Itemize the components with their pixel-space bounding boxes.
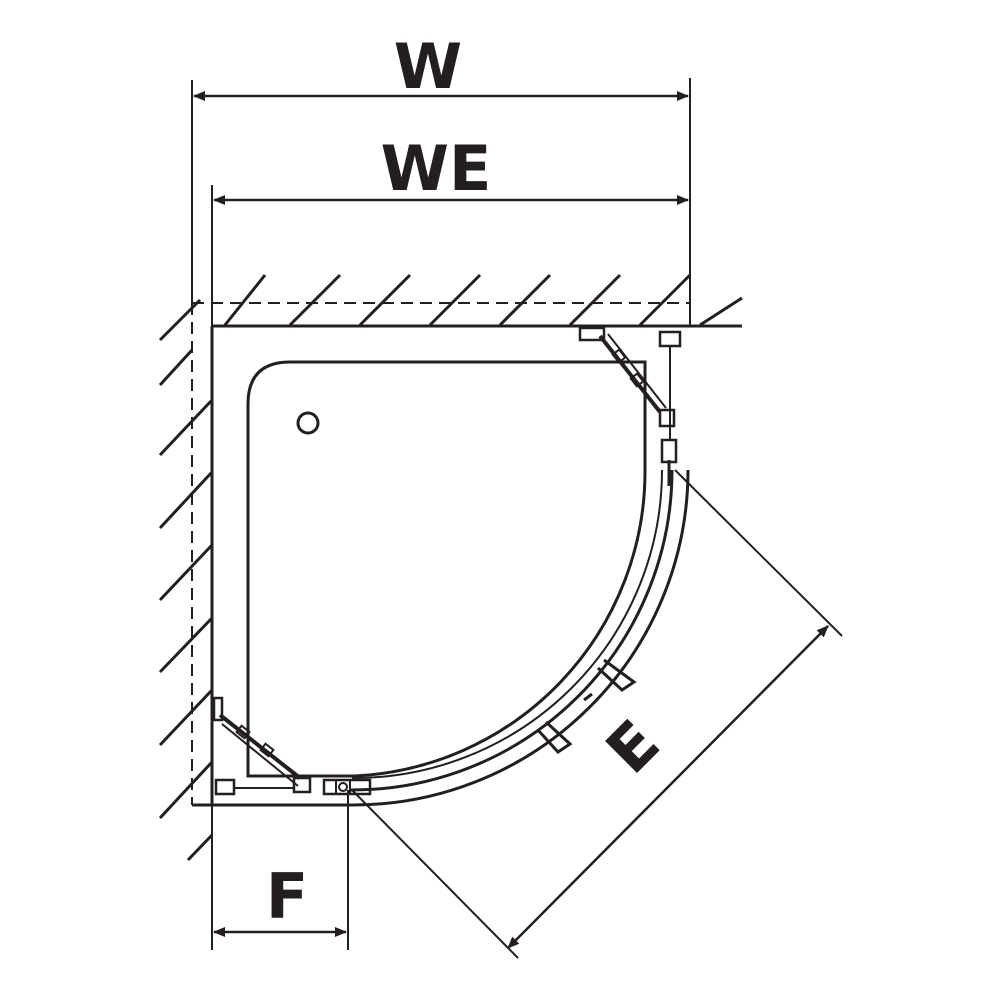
diagonal-entry-label: E bbox=[592, 706, 674, 788]
shower-tray bbox=[246, 360, 647, 778]
diagonal-entry-dimension-line bbox=[507, 625, 829, 949]
bottom-left-fixed-panel bbox=[212, 696, 372, 796]
dimension-lines bbox=[193, 91, 829, 949]
extension-lines bbox=[191, 78, 843, 959]
wall-hatching bbox=[158, 273, 743, 862]
side-offset-label: F bbox=[266, 860, 308, 933]
wall-outline bbox=[191, 302, 742, 807]
width-label: W bbox=[394, 30, 462, 103]
width-entry-label: WE bbox=[381, 132, 492, 205]
drain-icon bbox=[296, 411, 320, 435]
top-right-fixed-panel bbox=[578, 326, 682, 486]
